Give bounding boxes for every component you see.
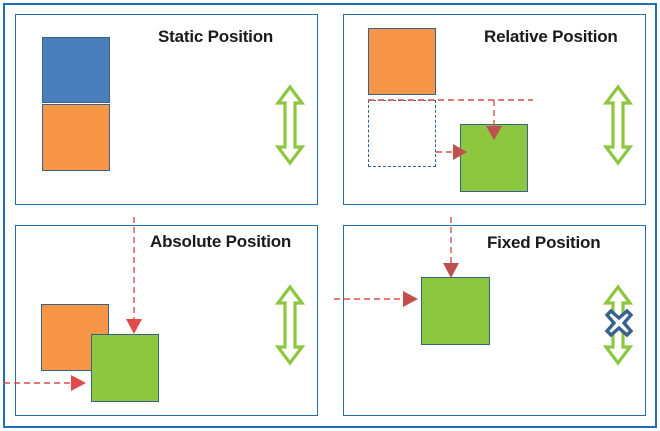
panel-title-absolute: Absolute Position — [150, 232, 292, 251]
static-orange-box — [42, 104, 110, 171]
fixed-lock-cross-icon — [604, 308, 634, 338]
outer-frame — [3, 3, 657, 428]
fixed-offset-arrows — [334, 217, 459, 307]
absolute-scroll-arrow-icon — [274, 284, 306, 366]
relative-orange-box — [368, 28, 436, 95]
panel-fixed-position — [343, 225, 646, 416]
relative-offset-arrows — [368, 99, 533, 160]
static-blue-box — [42, 37, 110, 103]
absolute-green-box — [91, 334, 159, 402]
fixed-green-box — [421, 277, 490, 345]
relative-scroll-arrow-icon — [602, 84, 634, 166]
absolute-offset-arrows — [4, 217, 142, 391]
panel-title-fixed: Fixed Position — [487, 233, 601, 252]
panel-title-relative: Relative Position — [484, 27, 618, 46]
static-scroll-arrow-icon — [274, 84, 306, 166]
panel-title-static: Static Position — [158, 27, 274, 46]
